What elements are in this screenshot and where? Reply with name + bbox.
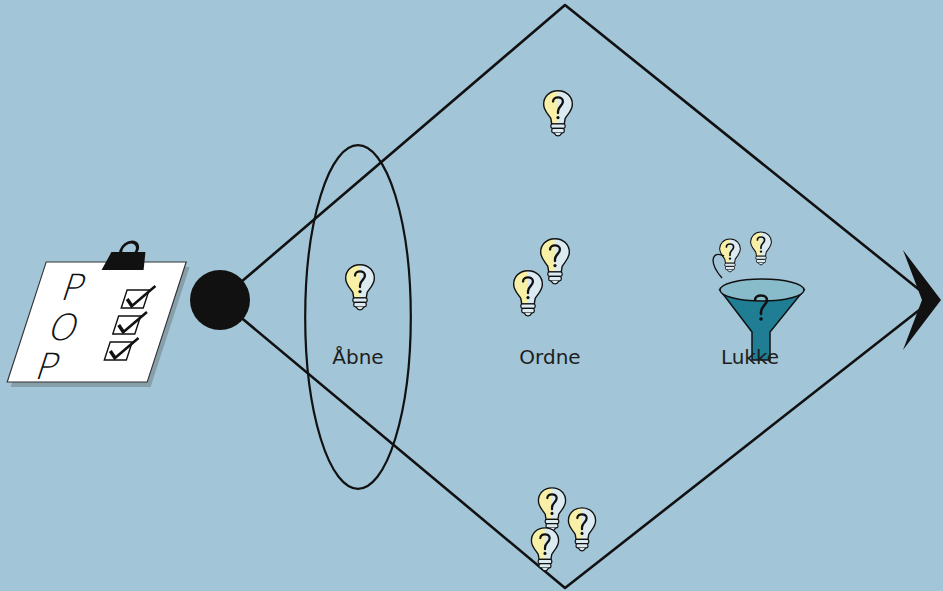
phase-label: Ordne bbox=[519, 345, 580, 369]
phase-label: Lukke bbox=[721, 345, 779, 369]
phase-label: Åbne bbox=[332, 345, 383, 369]
clipboard-letters: POP bbox=[31, 268, 106, 387]
ellipse-outline bbox=[304, 144, 412, 490]
ellipse-shape bbox=[305, 145, 411, 489]
phase-ellipse: Åbne bbox=[304, 144, 412, 490]
